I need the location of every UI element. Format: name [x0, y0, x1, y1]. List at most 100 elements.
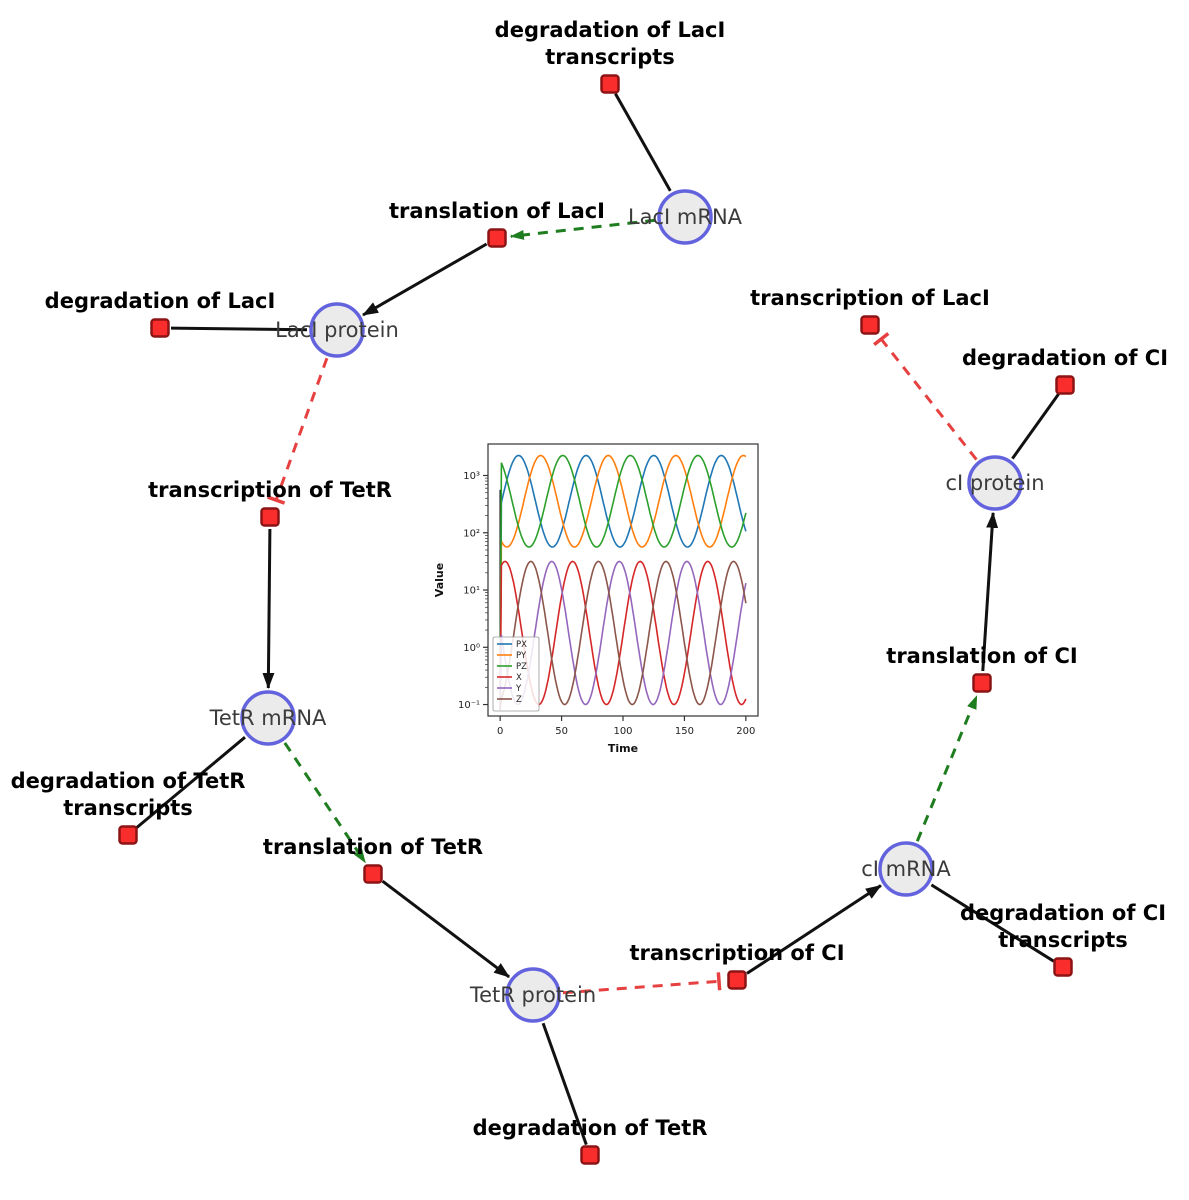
species-label-ci-protein: cI protein [945, 471, 1044, 495]
reaction-label-transl-ci-line0: translation of CI [886, 644, 1077, 668]
legend-label-Z: Z [516, 695, 522, 705]
species-circle-tetr-mrna[interactable] [240, 690, 296, 746]
reaction-label-deg-tetr-tr-line0: degradation of TetR [11, 769, 246, 793]
series-line-Z [499, 560, 747, 709]
reaction-label-deg-laci-tr-line1: transcripts [545, 45, 675, 69]
legend-label-Y: Y [515, 684, 522, 694]
species-node-ci-protein: cI protein [945, 455, 1045, 511]
reaction-square-transcr-laci[interactable] [860, 315, 880, 335]
edge-layer [135, 92, 1060, 1146]
species-label-tetr-protein: TetR protein [469, 983, 596, 1007]
species-circle-laci-mrna[interactable] [657, 189, 713, 245]
reaction-square-transl-ci[interactable] [972, 673, 992, 693]
edge-consumption-tetr-protein-to-deg-tetr [541, 1022, 588, 1146]
species-circle-ci-mrna[interactable] [878, 841, 934, 897]
edge-inhibition-tetr-protein-to-transcr-ci [562, 972, 722, 995]
reaction-label-transl-tetr-line0: translation of TetR [263, 835, 483, 859]
species-label-laci-mrna: LacI mRNA [628, 205, 743, 229]
species-node-tetr-mrna: TetR mRNA [209, 690, 327, 746]
reaction-square-deg-tetr[interactable] [580, 1145, 600, 1165]
reaction-node-deg-laci: degradation of LacI [45, 289, 276, 338]
species-node-tetr-protein: TetR protein [469, 967, 596, 1023]
edge-modifier-laci-mrna-to-transl-laci [509, 218, 656, 240]
species-circle-tetr-protein[interactable] [505, 967, 561, 1023]
reaction-square-deg-tetr-tr[interactable] [118, 825, 138, 845]
reaction-node-deg-tetr-tr: degradation of TetR transcripts [11, 769, 246, 845]
reaction-node-deg-ci-tr: degradation of CI transcripts [960, 901, 1166, 977]
reaction-node-transcr-tetr: transcription of TetR [148, 478, 392, 527]
reaction-node-deg-ci: degradation of CI [962, 346, 1168, 395]
y-tick-label: 10⁻¹ [458, 700, 480, 711]
species-label-tetr-mrna: TetR mRNA [209, 706, 327, 730]
legend-label-PZ: PZ [516, 662, 527, 672]
reaction-node-transl-laci: translation of LacI [389, 199, 605, 248]
edge-production-transcr-tetr-to-tetr-mrna [262, 528, 275, 689]
edge-consumption-laci-mrna-to-deg-laci-tr [614, 92, 672, 192]
species-node-laci-protein: LacI protein [275, 302, 399, 358]
species-circle-ci-protein[interactable] [967, 455, 1023, 511]
reaction-square-deg-laci[interactable] [150, 318, 170, 338]
species-node-ci-mrna: cI mRNA [861, 841, 951, 897]
edge-production-transl-tetr-to-tetr-protein [381, 880, 511, 979]
x-tick-label: 200 [736, 726, 755, 737]
species-circle-laci-protein[interactable] [309, 302, 365, 358]
x-tick-label: 100 [613, 726, 632, 737]
edge-production-transl-ci-to-ci-protein [981, 511, 999, 672]
reaction-label-deg-tetr-line0: degradation of TetR [473, 1116, 708, 1140]
reaction-label-deg-ci-tr-line0: degradation of CI [960, 901, 1166, 925]
y-tick-label: 10¹ [463, 586, 480, 597]
edge-production-transl-laci-to-laci-protein [362, 242, 488, 317]
reaction-label-transl-laci-line0: translation of LacI [389, 199, 605, 223]
reaction-square-transcr-ci[interactable] [727, 970, 747, 990]
edge-consumption-tetr-mrna-to-deg-tetr-tr [135, 736, 246, 830]
edge-modifier-ci-mrna-to-transl-ci [915, 695, 979, 842]
reaction-node-transcr-laci: transcription of LacI [750, 286, 990, 335]
x-tick-label: 50 [555, 726, 568, 737]
edge-consumption-ci-protein-to-deg-ci [1011, 393, 1060, 460]
edge-consumption-laci-protein-to-deg-laci [170, 326, 308, 332]
edge-consumption-ci-mrna-to-deg-ci-tr [930, 883, 1055, 963]
reaction-label-deg-ci-line0: degradation of CI [962, 346, 1168, 370]
edge-modifier-tetr-mrna-to-transl-tetr [283, 742, 367, 864]
legend-label-PY: PY [516, 651, 527, 661]
reaction-node-transl-tetr: translation of TetR [263, 835, 483, 884]
reaction-label-deg-laci-tr-line0: degradation of LacI [495, 18, 726, 42]
reaction-square-deg-ci-tr[interactable] [1053, 957, 1073, 977]
legend-label-X: X [516, 673, 522, 683]
reaction-label-transcr-laci-line0: transcription of LacI [750, 286, 990, 310]
reaction-node-deg-tetr: degradation of TetR [473, 1116, 708, 1165]
edge-inhibition-laci-protein-to-transcr-tetr [267, 357, 329, 505]
reaction-label-deg-ci-tr-line1: transcripts [998, 928, 1128, 952]
series-line-PZ [499, 454, 747, 709]
series-line-X [499, 560, 747, 709]
reaction-square-transl-tetr[interactable] [363, 864, 383, 884]
reaction-label-deg-tetr-tr-line1: transcripts [63, 796, 193, 820]
series-line-PY [499, 454, 747, 709]
reaction-square-transcr-tetr[interactable] [260, 507, 280, 527]
legend-label-PX: PX [516, 640, 527, 650]
node-layer: degradation of LacI transcripts translatio… [11, 18, 1168, 1165]
x-tick-label: 0 [497, 726, 503, 737]
reaction-node-deg-laci-tr: degradation of LacI transcripts [495, 18, 726, 94]
x-axis-label: Time [608, 742, 638, 755]
species-node-laci-mrna: LacI mRNA [628, 189, 743, 245]
x-tick-label: 150 [675, 726, 694, 737]
reaction-label-transcr-tetr-line0: transcription of TetR [148, 478, 392, 502]
reaction-node-transcr-ci: transcription of CI [629, 941, 845, 990]
species-label-ci-mrna: cI mRNA [861, 857, 951, 881]
reaction-square-deg-ci[interactable] [1055, 375, 1075, 395]
reaction-square-deg-laci-tr[interactable] [600, 74, 620, 94]
edge-inhibition-ci-protein-to-transcr-laci [873, 332, 978, 461]
y-tick-label: 10³ [463, 471, 480, 482]
reaction-label-transcr-ci-line0: transcription of CI [629, 941, 844, 965]
y-tick-label: 10² [463, 528, 480, 539]
y-tick-label: 10⁰ [463, 643, 480, 654]
series-group [499, 454, 747, 709]
y-axis-label: Value [433, 563, 446, 597]
reaction-square-transl-laci[interactable] [487, 228, 507, 248]
reaction-label-deg-laci-line0: degradation of LacI [45, 289, 276, 313]
